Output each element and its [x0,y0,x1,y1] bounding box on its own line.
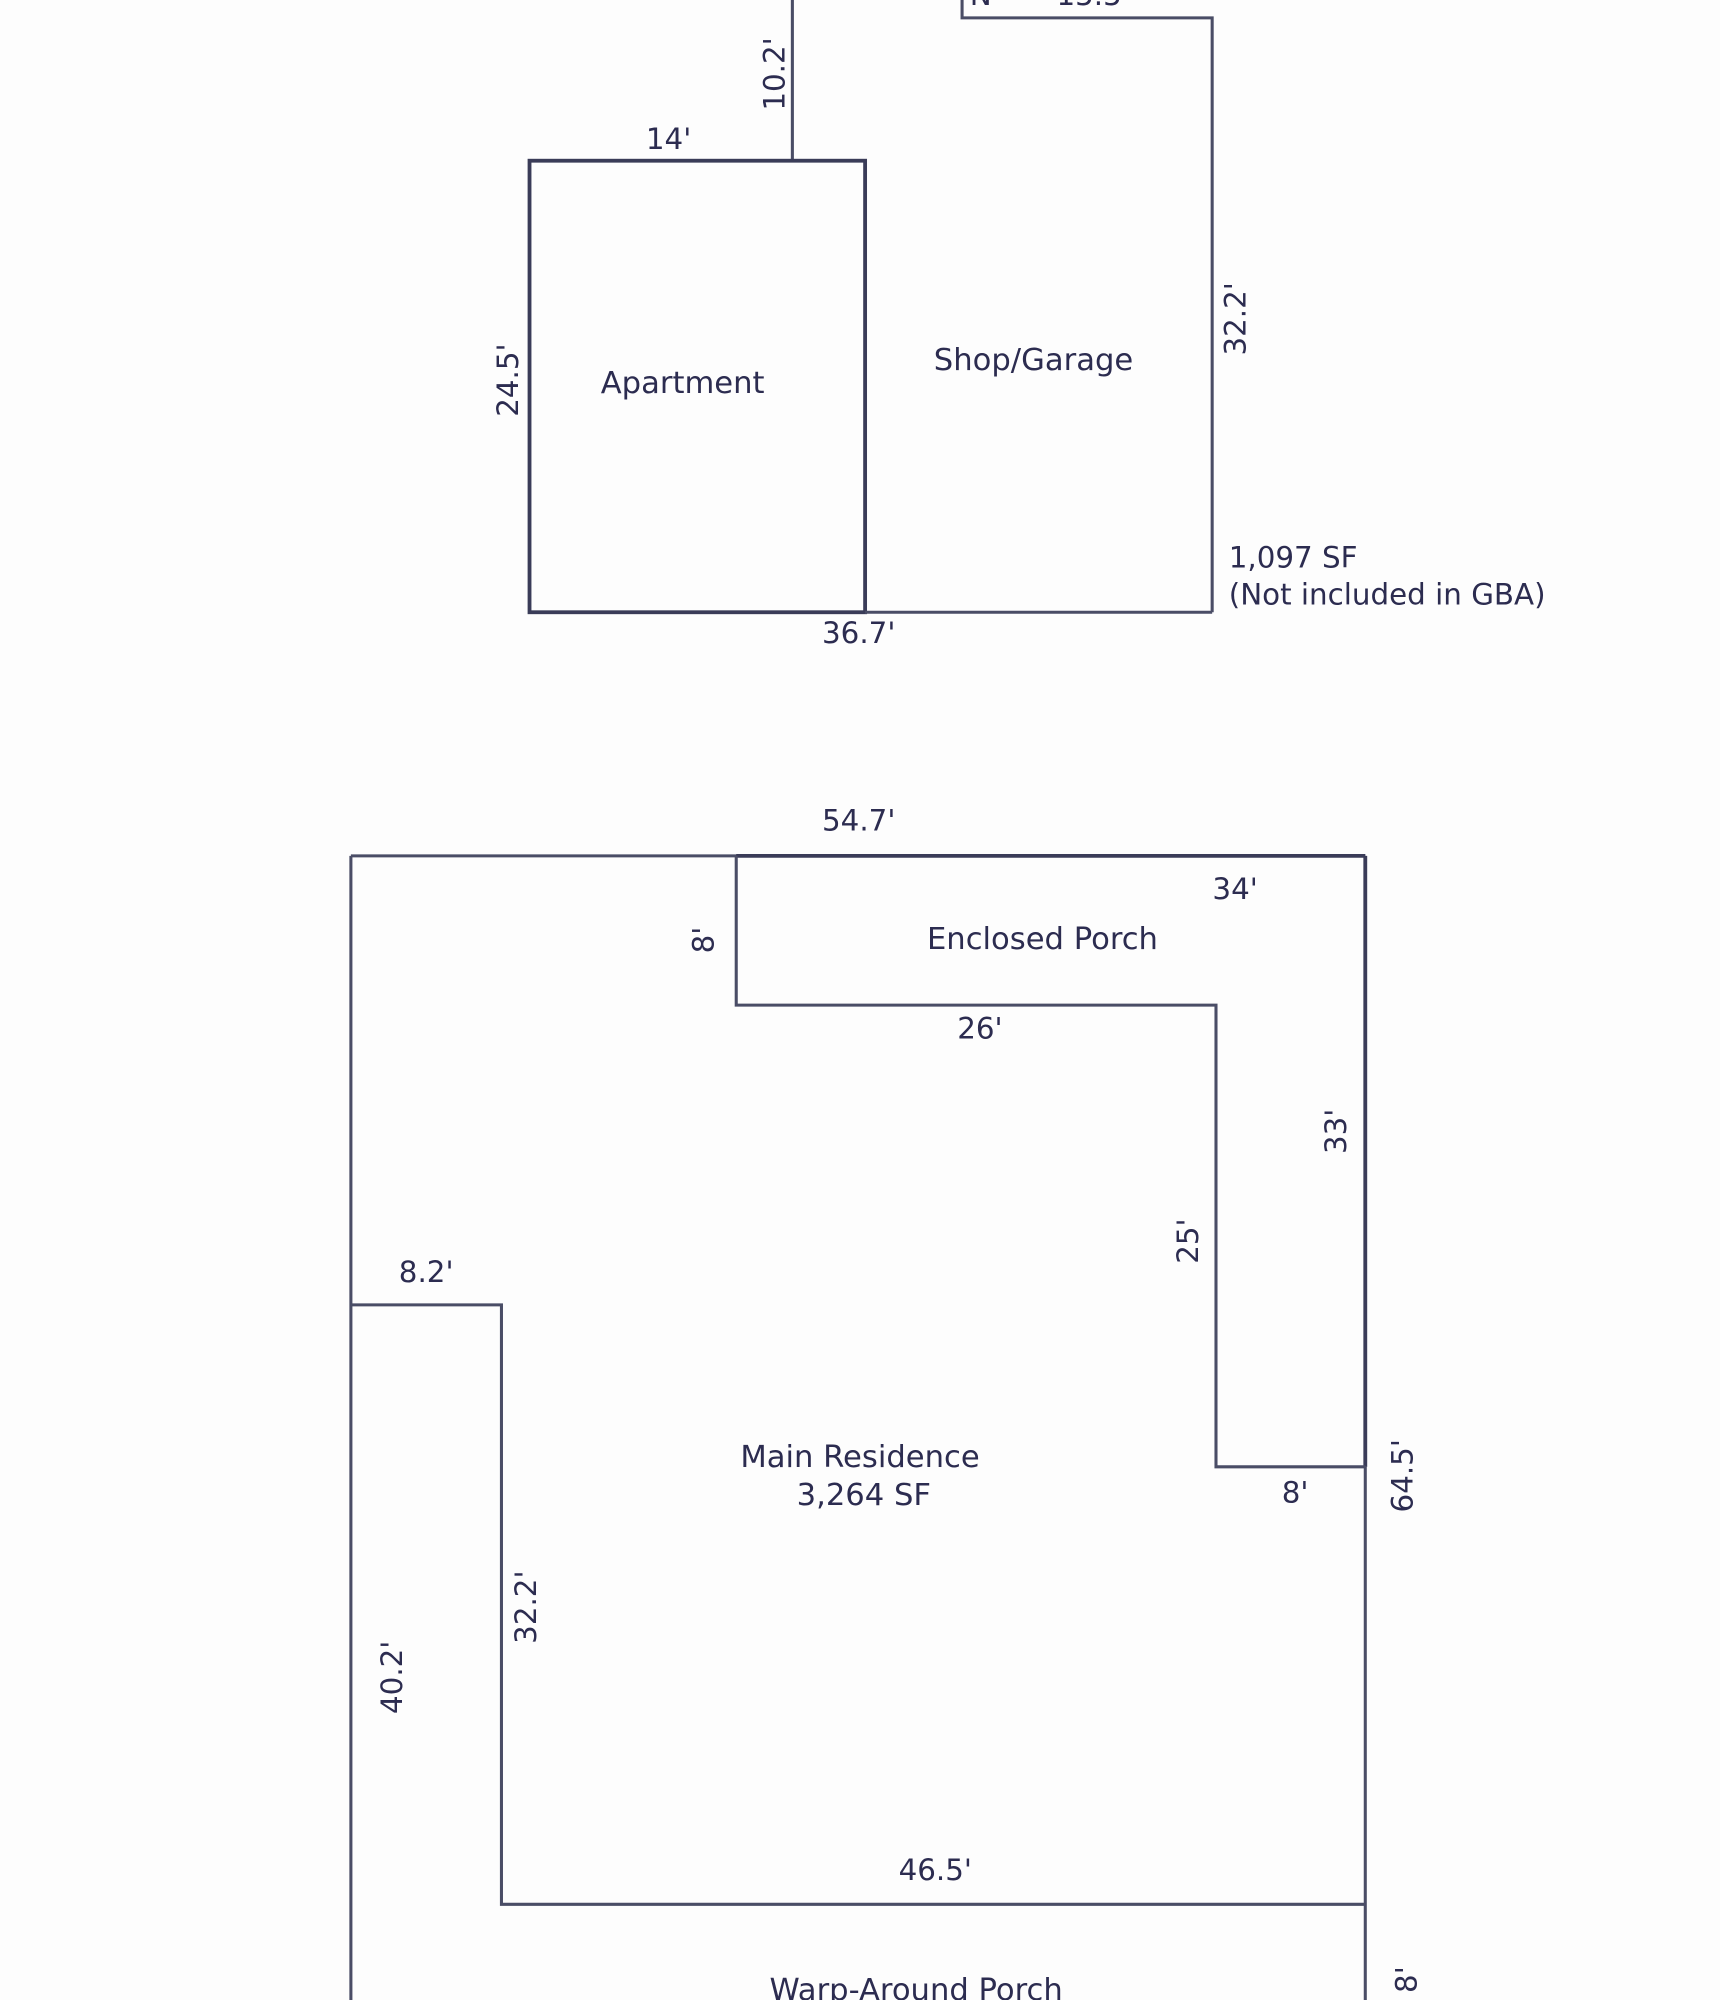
dim-46-5: 46.5' [899,1853,972,1887]
dim-36-7: 36.7' [822,616,895,650]
partial-label-15-5: 15.5' [1056,0,1129,12]
dim-8-porch: 8' [686,927,720,954]
dim-34: 34' [1212,872,1257,906]
dim-32-2-main: 32.2' [509,1570,543,1643]
dim-8-wrap: 8' [1389,1966,1423,1993]
dim-25: 25' [1171,1218,1205,1263]
dim-26: 26' [957,1011,1002,1045]
dim-8-step: 8' [1282,1476,1309,1510]
wrap-porch-label: Warp-Around Porch [769,1973,1062,2000]
outbuilding-area: 1,097 SF [1229,541,1358,575]
dim-54-7: 54.7' [822,803,895,837]
dim-10-2: 10.2' [758,37,792,110]
dim-8-2: 8.2' [399,1255,454,1289]
main-residence-label: Main Residence [740,1440,979,1475]
outbuilding-area-note: (Not included in GBA) [1229,578,1546,612]
dim-64-5: 64.5' [1385,1439,1419,1512]
dim-40-2: 40.2' [375,1641,409,1714]
main-residence-walls [349,853,1368,2000]
dim-14: 14' [646,122,691,156]
apartment-label: Apartment [601,366,765,401]
shop-garage-label: Shop/Garage [934,343,1133,378]
main-residence-area: 3,264 SF [797,1478,931,1513]
enclosed-porch-label: Enclosed Porch [927,922,1158,957]
dim-33: 33' [1319,1109,1353,1154]
dim-24-5: 24.5' [491,343,525,416]
partial-label-n: N [970,0,992,12]
outbuilding-walls [527,0,1214,615]
dim-32-2-garage: 32.2' [1218,282,1252,355]
